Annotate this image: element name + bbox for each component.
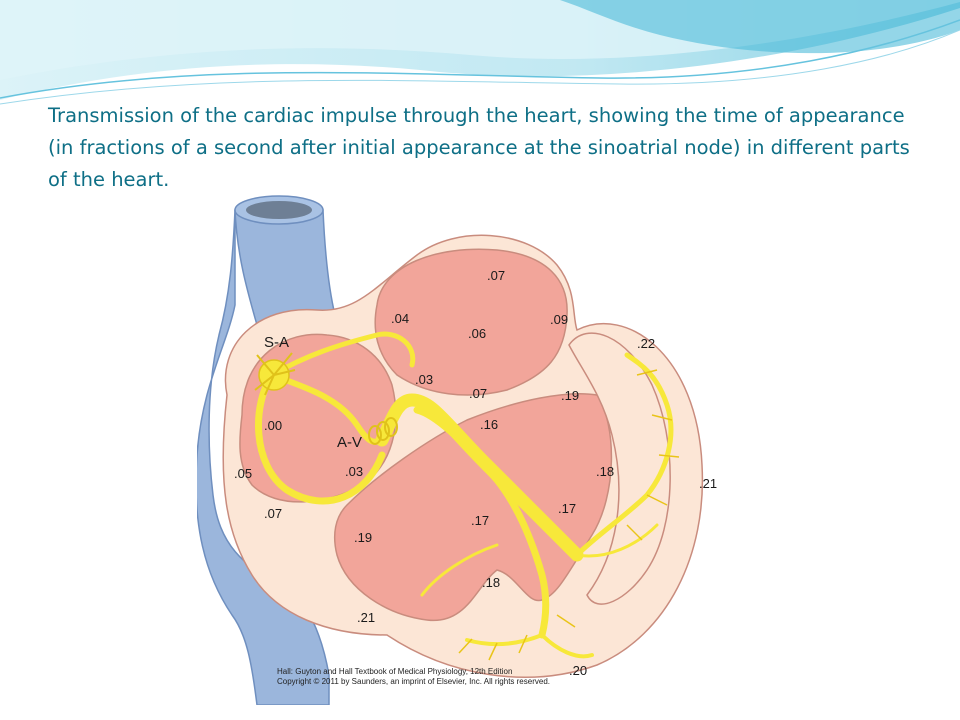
sa-node-label: S-A bbox=[264, 334, 289, 351]
timing-label: .03 bbox=[345, 464, 363, 479]
timing-label: .17 bbox=[558, 501, 576, 516]
timing-label: .18 bbox=[482, 575, 500, 590]
timing-label: .06 bbox=[468, 326, 486, 341]
timing-label: .22 bbox=[637, 336, 655, 351]
credit-source: Hall: Guyton and Hall Textbook of Medica… bbox=[277, 667, 513, 676]
timing-label: .05 bbox=[234, 466, 252, 481]
timing-label: .17 bbox=[471, 513, 489, 528]
timing-label: .04 bbox=[391, 311, 409, 326]
timing-label: .09 bbox=[550, 312, 568, 327]
timing-label: .07 bbox=[487, 268, 505, 283]
timing-label: .19 bbox=[561, 388, 579, 403]
header-wave-decoration bbox=[0, 0, 960, 105]
vena-cava bbox=[197, 195, 336, 705]
sa-node bbox=[254, 352, 296, 396]
timing-label: .19 bbox=[354, 530, 372, 545]
av-node-label: A-V bbox=[337, 434, 362, 451]
av-node bbox=[368, 417, 398, 445]
timing-label: .03 bbox=[415, 372, 433, 387]
timing-label: .18 bbox=[596, 464, 614, 479]
conduction-branches bbox=[458, 369, 680, 661]
heart-diagram: S-A A-V .07 .04 .06 .09 .22 .03 .07 .19 … bbox=[197, 195, 717, 705]
timing-label: .21 bbox=[699, 476, 717, 491]
slide-title: Transmission of the cardiac impulse thro… bbox=[48, 104, 910, 191]
timing-label: .21 bbox=[357, 610, 375, 625]
timing-label: .16 bbox=[480, 417, 498, 432]
figure-credit: Hall: Guyton and Hall Textbook of Medica… bbox=[277, 667, 677, 687]
timing-label: .07 bbox=[469, 386, 487, 401]
cardiac-conduction-figure: S-A A-V .07 .04 .06 .09 .22 .03 .07 .19 … bbox=[197, 195, 720, 705]
timing-label: .00 bbox=[264, 418, 282, 433]
credit-copyright: Copyright © 2011 by Saunders, an imprint… bbox=[277, 677, 550, 686]
left-atrium bbox=[374, 248, 568, 396]
timing-label: .20 bbox=[569, 663, 587, 678]
timing-label: .07 bbox=[264, 506, 282, 521]
